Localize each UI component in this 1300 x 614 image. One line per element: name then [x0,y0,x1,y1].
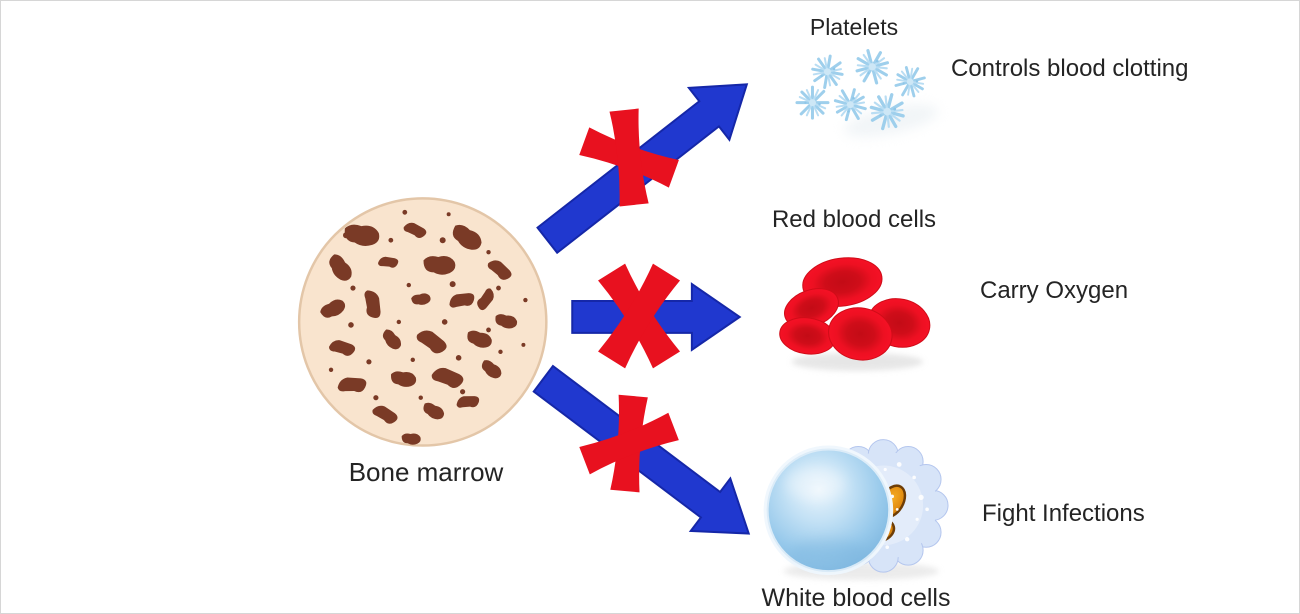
white-blood-cells-icon [763,439,949,581]
arrow-shape [532,364,751,535]
white-blood-cells-label: White blood cells [761,584,951,612]
bone-marrow-label: Bone marrow [348,457,504,487]
red-blood-cells-label: Red blood cells [771,206,937,233]
arrow-to-red-blood-cells [571,263,742,369]
arrow-to-platelets [536,83,749,255]
red-blood-cells-function-label: Carry Oxygen [980,277,1129,304]
platelets-label: Platelets [809,14,899,40]
arrow-shape [571,282,742,352]
platelets-icon [789,44,939,137]
bone-marrow-spots [318,209,528,447]
arrow-to-white-blood-cells [532,364,751,535]
white-blood-cells-function-label: Fight Infections [982,500,1145,527]
bone-marrow-illustration [297,197,548,447]
lymphocyte-cell [763,445,894,576]
red-blood-cells-icon [779,257,931,371]
platelets-function-label: Controls blood clotting [951,55,1189,82]
